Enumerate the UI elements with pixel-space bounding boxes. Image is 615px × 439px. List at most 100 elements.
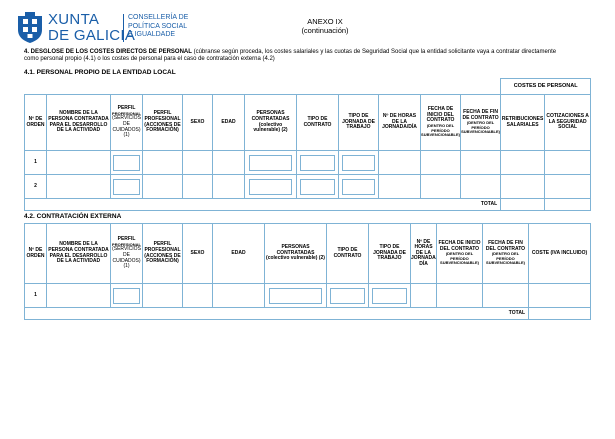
input-cell[interactable]	[338, 174, 379, 199]
input-cell[interactable]	[244, 150, 297, 175]
text-input[interactable]	[299, 154, 336, 171]
input-cell[interactable]	[264, 283, 327, 308]
input-cell[interactable]	[544, 150, 592, 175]
text-input[interactable]	[299, 178, 336, 195]
input-cell[interactable]	[110, 174, 143, 199]
input-cell[interactable]	[296, 174, 339, 199]
total-coste[interactable]	[528, 307, 591, 320]
input-cell[interactable]	[46, 174, 111, 199]
col-fecha-fin: FECHA DE FIN DE CONTRATO (DENTRO DEL PER…	[459, 94, 502, 151]
input-cell[interactable]	[182, 283, 213, 308]
fecha-inicio-sub: (DENTRO DEL PERÍODO SUBVENCIONABLE)	[421, 123, 460, 138]
col-tipo-jornada: TIPO DE JORNADA DE TRABAJO	[338, 94, 379, 151]
perfil-cuidados-line-3: (SERVICIOS DE CUIDADOS) (1)	[112, 115, 141, 139]
input-cell[interactable]	[420, 150, 461, 175]
logo-divider	[123, 14, 124, 42]
input-cell[interactable]	[110, 150, 143, 175]
logo-line-1: XUNTA	[48, 11, 100, 28]
text-input[interactable]	[329, 287, 366, 304]
perfil-cuidados-line-1: PERFIL	[117, 236, 136, 243]
total-label: TOTAL	[23, 198, 502, 211]
text-input[interactable]	[371, 287, 408, 304]
input-cell[interactable]	[378, 150, 421, 175]
perfil-cuidados-line-1: PERFIL	[117, 105, 136, 112]
text-input[interactable]	[113, 287, 140, 304]
fecha-fin-sub: (DENTRO DEL PERÍODO SUBVENCIONABLE)	[461, 120, 500, 135]
input-cell[interactable]	[182, 174, 213, 199]
input-cell[interactable]	[212, 174, 245, 199]
input-cell[interactable]	[544, 174, 592, 199]
input-cell[interactable]	[436, 283, 483, 308]
input-cell[interactable]	[500, 150, 546, 175]
input-cell[interactable]	[142, 150, 183, 175]
total-retribuciones[interactable]	[500, 198, 546, 211]
fecha-inicio-label: FECHA DE INICIO DEL CONTRATO	[438, 240, 481, 252]
input-cell[interactable]	[528, 283, 591, 308]
text-input[interactable]	[248, 154, 293, 171]
row-number: 2	[24, 174, 47, 199]
input-cell[interactable]	[182, 150, 213, 175]
col-num: Nº DE ORDEN	[24, 94, 47, 151]
col-sexo: SEXO	[182, 94, 213, 151]
col-personas: PERSONAS CONTRATADAS (colectivo vulnerab…	[264, 223, 327, 284]
input-cell[interactable]	[420, 174, 461, 199]
col-name: NOMBRE DE LA PERSONA CONTRATADA PARA EL …	[46, 94, 111, 151]
dept-line-3: E IGUALDADE	[128, 31, 176, 38]
col-coste: COSTE (IVA INCLUIDO)	[528, 223, 591, 284]
personal-propio-table: COSTES DE PERSONAL Nº DE ORDEN NOMBRE DE…	[23, 78, 592, 211]
input-cell[interactable]	[142, 283, 183, 308]
row-number: 1	[24, 150, 47, 175]
document-header: XUNTA DE GALICIA CONSELLERÍA DE POLÍTICA…	[0, 0, 615, 48]
input-cell[interactable]	[244, 174, 297, 199]
text-input[interactable]	[248, 178, 293, 195]
text-input[interactable]	[269, 287, 322, 304]
col-cotizaciones: COTIZACIONES A LA SEGURIDAD SOCIAL	[544, 94, 592, 151]
section-41-title: 4.1. PERSONAL PROPIO DE LA ENTIDAD LOCAL	[24, 69, 176, 76]
galicia-crest-icon	[18, 12, 42, 43]
input-cell[interactable]	[338, 150, 379, 175]
text-input[interactable]	[113, 178, 140, 195]
col-horas: Nº DE HORAS DE LA JORNADA/ DÍA	[410, 223, 437, 284]
total-cotizaciones[interactable]	[544, 198, 592, 211]
col-sexo: SEXO	[182, 223, 213, 284]
section-4-note-2: como personal propio (4.1) o los costes …	[24, 56, 275, 62]
dept-line-1: CONSELLERÍA DE	[128, 14, 189, 21]
text-input[interactable]	[341, 154, 376, 171]
input-cell[interactable]	[482, 283, 529, 308]
input-cell[interactable]	[142, 174, 183, 199]
section-42-title: 4.2. CONTRATACIÓN EXTERNA	[24, 213, 122, 220]
col-perfil-formacion: PERFIL PROFESIONAL (ACCIONES DE FORMACIÓ…	[142, 223, 183, 284]
total-label: TOTAL	[24, 307, 529, 320]
fecha-fin-sub: (DENTRO DEL PERÍODO SUBVENCIONABLE)	[486, 251, 525, 266]
annex-title-main: ANEXO IX	[307, 17, 343, 26]
section-4-note: (cúbranse según proceda, los costes sala…	[191, 49, 557, 55]
input-cell[interactable]	[410, 283, 437, 308]
input-cell[interactable]	[212, 150, 245, 175]
input-cell[interactable]	[296, 150, 339, 175]
fecha-fin-label: FECHA DE FIN DE CONTRATO	[462, 109, 499, 121]
input-cell[interactable]	[46, 283, 111, 308]
table-row: 1	[24, 150, 592, 175]
input-cell[interactable]	[500, 174, 546, 199]
input-cell[interactable]	[459, 174, 502, 199]
fecha-inicio-label: FECHA DE INICIO DEL CONTRATO	[426, 106, 455, 124]
col-fecha-fin: FECHA DE FIN DEL CONTRATO (DENTRO DEL PE…	[482, 223, 529, 284]
input-cell[interactable]	[459, 150, 502, 175]
col-fecha-inicio: FECHA DE INICIO DEL CONTRATO (DENTRO DEL…	[420, 94, 461, 151]
fecha-inicio-sub: (DENTRO DEL PERÍODO SUBVENCIONABLE)	[440, 251, 479, 266]
input-cell[interactable]	[378, 174, 421, 199]
input-cell[interactable]	[110, 283, 143, 308]
costes-personal-header: COSTES DE PERSONAL	[500, 78, 592, 95]
fecha-fin-label: FECHA DE FIN DEL CONTRATO	[485, 240, 526, 252]
text-input[interactable]	[341, 178, 376, 195]
col-edad: EDAD	[212, 223, 265, 284]
contratacion-externa-table: Nº DE ORDEN NOMBRE DE LA PERSONA CONTRAT…	[24, 223, 591, 320]
col-tipo-contrato: TIPO DE CONTRATO	[296, 94, 339, 151]
input-cell[interactable]	[46, 150, 111, 175]
input-cell[interactable]	[326, 283, 369, 308]
input-cell[interactable]	[368, 283, 411, 308]
annex-title: ANEXO IX (continuación)	[295, 17, 355, 35]
text-input[interactable]	[113, 154, 140, 171]
col-retribuciones: RETRIBUCIONES SALARIALES	[500, 94, 546, 151]
input-cell[interactable]	[212, 283, 265, 308]
